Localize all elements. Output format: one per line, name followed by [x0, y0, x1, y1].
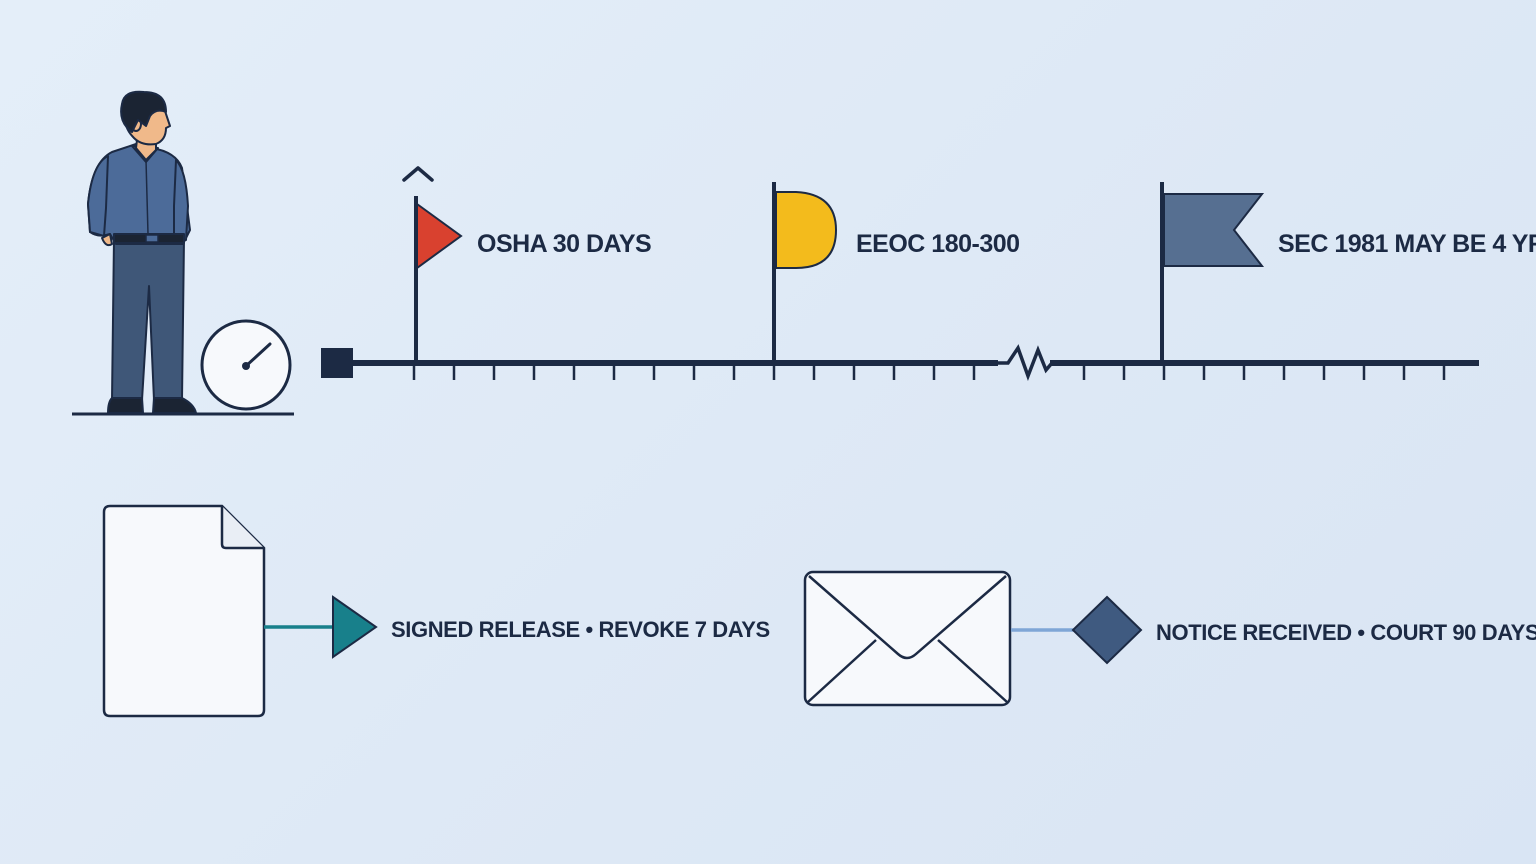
- deadline-eeoc: EEOC 180-300: [772, 182, 1020, 362]
- diamond-marker: [1071, 595, 1143, 665]
- flag-icon-swallowtail: [1163, 193, 1265, 267]
- note-signed-release: SIGNED RELEASE • REVOKE 7 DAYS: [102, 504, 770, 718]
- envelope-fold-right: [937, 639, 1008, 703]
- deadline-osha: OSHA 30 DAYS: [402, 166, 652, 362]
- timeline-axis: [321, 344, 1479, 382]
- envelope-flap: [808, 575, 1007, 660]
- triangle-marker: [332, 595, 378, 659]
- deadline-label-osha: OSHA 30 DAYS: [477, 230, 651, 258]
- person-hair: [120, 90, 167, 133]
- timeline-start-marker: [321, 348, 353, 378]
- envelope-icon: [803, 570, 1012, 707]
- deadline-label-eeoc: EEOC 180-300: [856, 230, 1020, 258]
- document-icon: [102, 504, 266, 718]
- note-label-release: SIGNED RELEASE • REVOKE 7 DAYS: [391, 617, 770, 642]
- person-shirt-placket: [145, 159, 149, 235]
- chevron-up-icon: [402, 166, 434, 182]
- clock-center: [242, 362, 250, 370]
- timeline-ticks: [412, 365, 1446, 380]
- person-arm-right: [173, 159, 189, 241]
- note-notice-received: NOTICE RECEIVED • COURT 90 DAYS: [803, 570, 1536, 707]
- clock-hand: [244, 342, 272, 368]
- envelope-fold-left: [807, 639, 877, 703]
- person-pants: [111, 237, 185, 401]
- deadline-label-sec1981: SEC 1981 MAY BE 4 YRS: [1278, 230, 1536, 258]
- document-fold: [220, 506, 264, 550]
- timeline-break-icon: [998, 344, 1054, 382]
- flag-icon-rounded: [775, 191, 838, 269]
- person-figure: [72, 90, 294, 416]
- flag-icon-triangle: [416, 202, 463, 270]
- person-shoe-right: [152, 397, 197, 414]
- person-arm-left: [87, 155, 109, 237]
- person-hand-left: [101, 233, 113, 247]
- clock-icon: [200, 319, 292, 411]
- person-shoe-left: [107, 397, 144, 414]
- note-label-notice: NOTICE RECEIVED • COURT 90 DAYS: [1156, 620, 1536, 645]
- person-belt-buckle: [145, 234, 159, 243]
- deadline-sec1981: SEC 1981 MAY BE 4 YRS: [1160, 182, 1536, 362]
